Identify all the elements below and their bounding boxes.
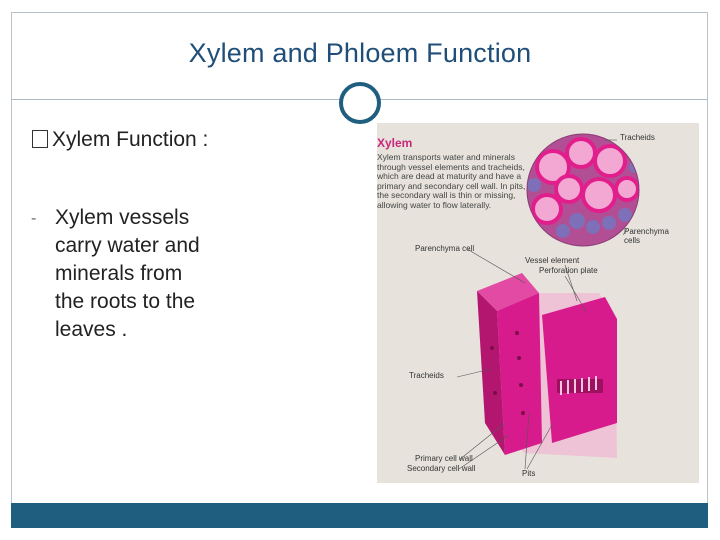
label-pits: Pits (522, 469, 536, 478)
label-tracheids-top: Tracheids (620, 133, 655, 142)
label-parenchyma-cells: Parenchyma cells (624, 227, 669, 245)
figure-description: Xylem transports water and minerals thro… (377, 152, 526, 210)
bullet-heading-text: Xylem Function : (52, 128, 209, 151)
label-tracheids-left: Tracheids (409, 371, 444, 380)
sub-bullet-text: Xylem vessels carry water and minerals f… (55, 206, 200, 341)
footer-bar (11, 503, 708, 528)
sub-bullet-dash: - (31, 210, 37, 227)
bullet-heading: Xylem Function : (32, 128, 208, 152)
label-perforation-plate: Perforation plate (539, 266, 598, 275)
label-vessel-element: Vessel element (525, 256, 580, 265)
slide-title: Xylem and Phloem Function (188, 38, 532, 68)
missing-glyph-icon (32, 130, 48, 148)
divider-ring-ornament (339, 82, 381, 124)
xylem-figure: Xylem Xylem transports water and mineral… (377, 123, 699, 483)
label-parenchyma-cell: Parenchyma cell (415, 244, 475, 253)
label-secondary-cell-wall: Secondary cell wall (407, 464, 476, 473)
figure-title: Xylem (377, 136, 413, 150)
label-primary-cell-wall: Primary cell wall (415, 454, 473, 463)
xylem-illustration (377, 123, 699, 483)
